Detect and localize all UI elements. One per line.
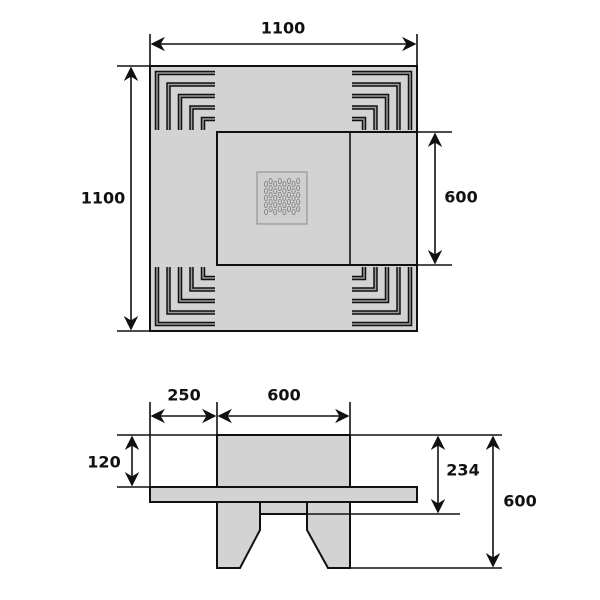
grate-hole [282,194,287,201]
total-height-label: 600 [503,492,536,511]
grate-hole [286,191,291,198]
flange-slab [149,486,418,503]
corner-groove [352,95,388,130]
grate-hole [282,180,287,187]
corner-groove [156,267,215,325]
grate-hole [268,191,273,198]
mid-height-label: 234 [446,461,479,480]
grate-hole [273,194,278,201]
corner-groove [352,106,377,130]
inner-label: 600 [444,188,477,207]
top-body [216,434,351,488]
corner-groove [352,267,377,291]
grate-hole [291,208,296,215]
corner-groove [352,72,411,130]
top-height-label: 120 [87,453,120,472]
corner-groove [190,267,215,291]
grate-hole [273,208,278,215]
grate-hole [263,201,268,208]
grate-hole [282,187,287,194]
grate-hole [263,180,268,187]
grate-hole [282,201,287,208]
corner-groove [202,267,215,279]
corner-groove [352,267,365,279]
corner-groove [179,267,215,302]
grate-hole [263,208,268,215]
side-view: 250 600 120 234 600 [87,386,537,569]
grate-holes [263,177,301,215]
grate-hole [286,205,291,212]
grate-hole [286,198,291,205]
height-label: 1100 [81,189,126,208]
corner-groove [352,118,365,130]
grate-hole [277,191,282,198]
inner-width-label: 600 [267,386,300,405]
width-label: 1100 [261,19,306,38]
grate-hole [291,194,296,201]
grate-hole [277,205,282,212]
grate-hole [291,180,296,187]
grate-hole [282,208,287,215]
grate-hole [273,201,278,208]
right-leg [306,501,351,569]
grate-hole [291,187,296,194]
corner-groove [202,118,215,130]
corner-groove [167,267,215,314]
corner-groove [352,267,388,302]
grate-hole [268,205,273,212]
grate-hole [296,191,301,198]
corner-groove [167,83,215,130]
grate-hole [263,194,268,201]
grate-hole [296,205,301,212]
corner-grooves [154,70,413,327]
grate-hole [268,198,273,205]
grate-hole [296,177,301,184]
left-leg [216,501,261,569]
grate-hole [277,198,282,205]
grate-hole [268,177,273,184]
grate-hole [291,201,296,208]
grate-hole [286,184,291,191]
grate-hole [296,184,301,191]
drain-grate [256,171,308,225]
grate-hole [268,184,273,191]
corner-groove [156,72,215,130]
outlet-body [259,501,308,515]
grate-hole [296,198,301,205]
grate-hole [273,187,278,194]
grate-hole [263,187,268,194]
corner-groove [190,106,215,130]
grate-hole [286,177,291,184]
grate-hole [277,184,282,191]
grate-hole [277,177,282,184]
corner-groove [352,83,400,130]
corner-groove [179,95,215,130]
corner-groove [352,267,411,325]
corner-groove [352,267,400,314]
offset-label: 250 [167,386,200,405]
grate-hole [273,180,278,187]
top-view: 1100 1100 600 [81,19,478,332]
inner-frame [216,131,418,266]
